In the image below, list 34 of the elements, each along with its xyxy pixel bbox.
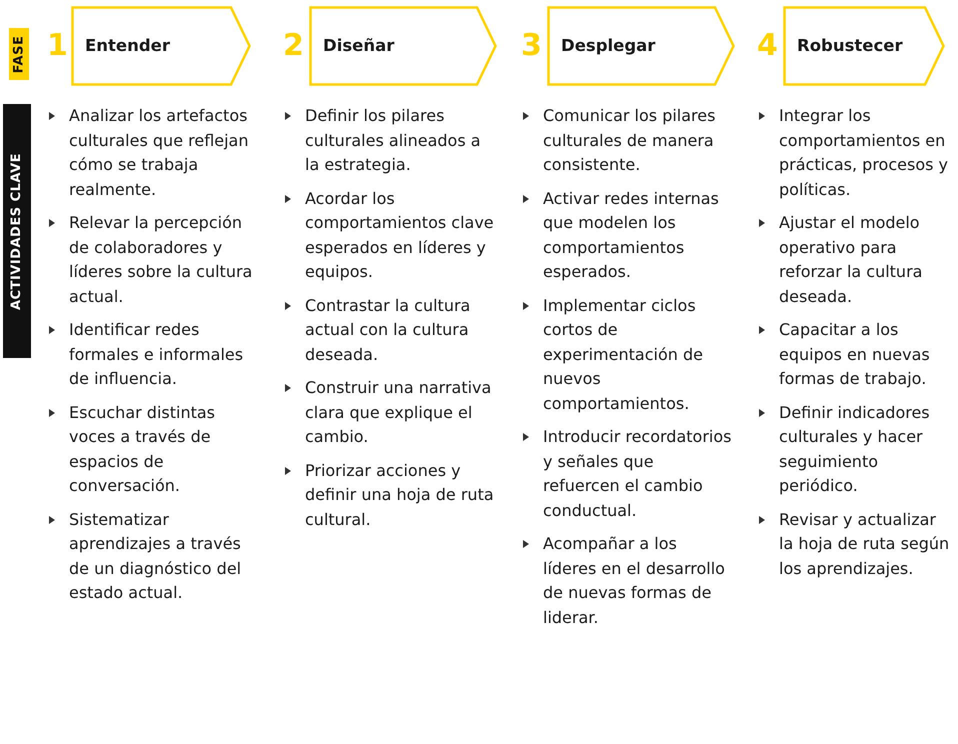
activity-text: Priorizar acciones y definir una hoja de ruta cultural.: [305, 460, 495, 530]
activity-text: Relevar la percepción de colaboradores y líderes sobre la cultura actual.: [69, 212, 254, 308]
chevron-box: [547, 6, 735, 86]
activity-text: Capacitar a los equipos en nuevas formas de trabajo.: [779, 319, 931, 390]
activity-text: Acordar los comportamientos clave esperados en líderes y equipos.: [305, 188, 495, 283]
chevron-box: [309, 6, 497, 86]
activity-text: Introducir recordatorios y señales que refuercen el cambio conductual.: [543, 426, 732, 522]
activity-text: Sistematizar aprendizajes a través de un diagnóstico del estado actual.: [69, 508, 242, 604]
activity-text: Revisar y actualizar la hoja de ruta según los aprendizajes.: [779, 508, 950, 580]
phase-title: Desplegar: [561, 35, 656, 57]
activity-text: Identificar redes formales e informales de influencia.: [69, 319, 244, 390]
activity-text: Contrastar la cultura actual con la cultura deseada.: [305, 294, 472, 366]
activity-text: Definir los pilares culturales alineados a la estrategia.: [305, 105, 482, 176]
activity-text: Ajustar el modelo operativo para reforzar la cultura deseada.: [779, 212, 924, 308]
activity-text: Implementar ciclos cortos de experimentación de nuevos comportamientos.: [543, 294, 704, 414]
phase-title: Entender: [85, 35, 170, 57]
activity-text: Acompañar a los líderes en el desarrollo de nuevas formas de liderar.: [543, 533, 726, 628]
step-number: 4: [757, 27, 778, 65]
step-number: 3: [521, 27, 542, 65]
activity-text: Comunicar los pilares culturales de manera consistente.: [543, 105, 716, 176]
activity-text: Integrar los comportamientos en prácticas, procesos y políticas.: [779, 105, 949, 200]
activity-text: Definir indicadores culturales y hacer seguimiento periódico.: [779, 402, 931, 497]
activity-text: Escuchar distintas voces a través de espacios de conversación.: [69, 402, 216, 497]
step-number: 2: [283, 27, 304, 65]
activity-text: Construir una narrativa clara que explique el cambio.: [305, 377, 492, 448]
chevron-box: [783, 6, 945, 86]
phase-title: Robustecer: [797, 35, 903, 57]
section-tab: ACTIVIDADES CLAVE: [3, 104, 31, 358]
phase-title: Diseñar: [323, 35, 394, 57]
activity-text: Activar redes internas que modelen los comportamientos esperados.: [543, 188, 720, 283]
chevron-box: [71, 6, 251, 86]
section-tab: FASE: [9, 28, 29, 80]
step-number: 1: [47, 27, 68, 65]
activity-text: Analizar los artefactos culturales que reflejan cómo se trabaja realmente.: [69, 105, 250, 200]
